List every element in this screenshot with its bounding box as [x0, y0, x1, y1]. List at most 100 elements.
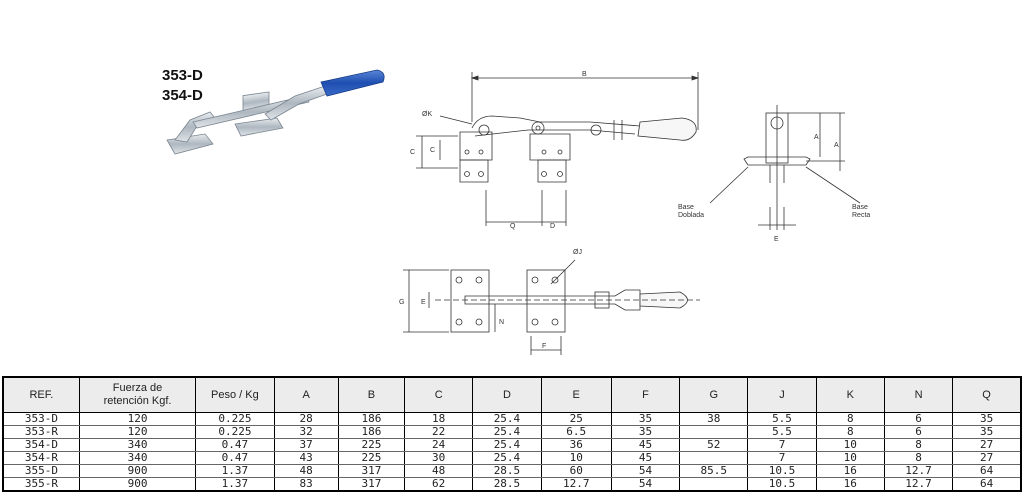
product-photo	[166, 69, 385, 155]
table-cell: 10	[815, 451, 885, 465]
model-code-2: 354-D	[162, 87, 203, 104]
column-header-line-1: K	[846, 388, 854, 401]
table-cell: 35	[610, 425, 681, 439]
column-header: K	[815, 376, 885, 413]
table-cell: 186	[337, 425, 406, 439]
table-cell: 25.4	[472, 412, 542, 426]
side-view-drawing: B ØK C C Q D	[410, 71, 700, 230]
table-cell: 27	[952, 451, 1022, 465]
table-cell: 64	[952, 464, 1022, 478]
table-cell: 8	[883, 438, 954, 452]
table-cell: 317	[337, 464, 406, 478]
table-cell: 12.7	[540, 477, 612, 492]
column-header-line-1: Fuerza de	[112, 382, 163, 394]
column-header-line-1: G	[709, 388, 719, 401]
table-cell: 355-D	[2, 464, 80, 478]
dim-N: N	[499, 319, 504, 326]
table-cell: 900	[78, 464, 197, 478]
table-cell: 28.5	[472, 464, 542, 478]
column-header: B	[337, 376, 406, 413]
column-header: C	[404, 376, 474, 413]
table-cell: 6.5	[540, 425, 612, 439]
table-cell: 5.5	[747, 412, 817, 426]
table-cell: 60	[540, 464, 612, 478]
label-base-doblada-2: Doblada	[678, 212, 704, 219]
table-cell: 120	[78, 412, 197, 426]
dim-A-outer: A	[834, 142, 839, 149]
label-base-doblada-1: Base	[678, 204, 694, 211]
table-cell: 25.4	[472, 425, 542, 439]
table-cell: 12.7	[883, 477, 954, 492]
table-cell: 37	[273, 438, 339, 452]
table-cell: 18	[404, 412, 474, 426]
table-cell: 186	[337, 412, 406, 426]
table-cell: 64	[952, 477, 1022, 492]
dim-Q: Q	[510, 223, 516, 230]
table-cell: 24	[404, 438, 474, 452]
table-cell: 48	[273, 464, 339, 478]
table-cell: 35	[952, 412, 1022, 426]
column-header: N	[883, 376, 954, 413]
table-cell: 340	[78, 451, 197, 465]
end-view-drawing: A A E Base Doblada Base Recta	[678, 105, 870, 243]
table-cell: 16	[815, 477, 885, 492]
table-cell: 54	[610, 464, 681, 478]
table-cell: 10.5	[747, 464, 817, 478]
column-header-line-1: C	[434, 388, 443, 401]
table-cell: 54	[610, 477, 681, 492]
table-cell: 120	[78, 425, 197, 439]
column-header-line-2: retención Kgf.	[103, 395, 172, 407]
table-cell: 225	[337, 451, 406, 465]
table-cell: 8	[815, 412, 885, 426]
dim-C-outer: C	[410, 149, 415, 156]
table-cell: 48	[404, 464, 474, 478]
column-header: Peso / Kg	[195, 376, 275, 413]
column-header-line-1: E	[572, 388, 580, 401]
dim-F: F	[542, 343, 546, 350]
table-cell: 32	[273, 425, 339, 439]
table-cell: 10.5	[747, 477, 817, 492]
dim-D: D	[550, 223, 555, 230]
table-cell: 35	[610, 412, 681, 426]
table-cell: 0.225	[195, 412, 275, 426]
column-header-line-1: D	[502, 388, 511, 401]
table-cell: 22	[404, 425, 474, 439]
table-cell	[679, 451, 749, 465]
column-header-line-1: Peso / Kg	[211, 388, 259, 401]
table-cell: 45	[610, 438, 681, 452]
column-header-line-1: J	[779, 388, 785, 401]
column-header: D	[472, 376, 542, 413]
table-cell: 35	[952, 425, 1022, 439]
table-cell: 36	[540, 438, 612, 452]
column-header: A	[273, 376, 339, 413]
table-cell: 8	[883, 451, 954, 465]
table-cell: 28.5	[472, 477, 542, 492]
table-cell: 10	[815, 438, 885, 452]
table-cell: 0.225	[195, 425, 275, 439]
table-cell: 900	[78, 477, 197, 492]
table-cell: 8	[815, 425, 885, 439]
column-header-line-1: F	[642, 388, 649, 401]
model-codes: 353-D 354-D	[162, 66, 203, 106]
dim-C-inner: C	[430, 147, 435, 154]
column-header: J	[747, 376, 817, 413]
table-cell	[679, 477, 749, 492]
column-header-line-1: B	[367, 388, 376, 401]
column-header: G	[679, 376, 749, 413]
table-cell	[679, 425, 749, 439]
table-cell: 5.5	[747, 425, 817, 439]
dim-E-top: E	[421, 299, 426, 306]
table-cell: 62	[404, 477, 474, 492]
table-cell: 43	[273, 451, 339, 465]
column-header: REF.	[2, 376, 80, 413]
dim-OK: ØK	[422, 111, 432, 118]
column-header-line-1: Q	[982, 388, 991, 401]
table-cell: 353-D	[2, 412, 80, 426]
